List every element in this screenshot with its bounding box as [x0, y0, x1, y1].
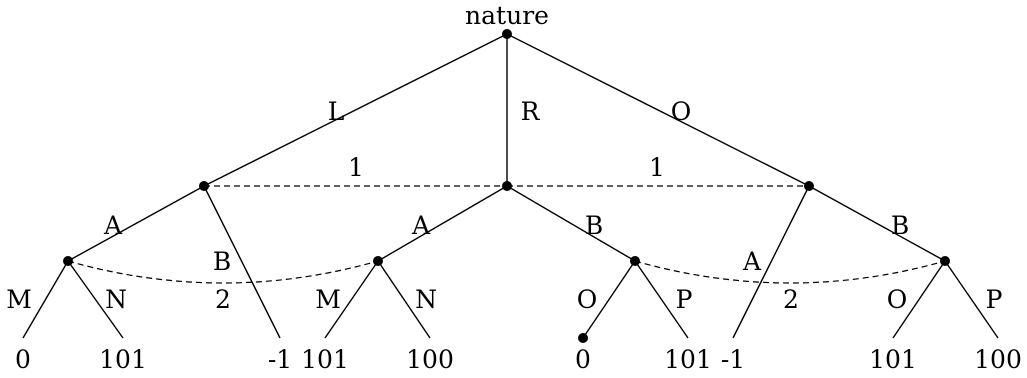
move-label-middle-a: A — [411, 211, 431, 240]
edge-n2-n — [377, 260, 431, 339]
player2-node-1 — [63, 256, 73, 266]
player2-information-set-left — [67, 260, 379, 284]
payoff-left-b: -1 — [268, 345, 292, 374]
info-set-label-left: 1 — [348, 153, 364, 182]
payoff-right-a: -1 — [721, 345, 745, 374]
move-label-n2-m: M — [315, 285, 341, 314]
move-label-n1-m: M — [6, 285, 32, 314]
nature-node — [502, 29, 512, 39]
edge-n1-n — [67, 260, 124, 339]
edge-n4-o — [892, 260, 946, 339]
move-label-n4-p: P — [986, 285, 1003, 314]
player2-node-2 — [373, 256, 383, 266]
payoff-n4-left: 101 — [869, 345, 917, 374]
edge-n2-m — [324, 260, 379, 339]
move-label-left-b: B — [213, 247, 231, 276]
player2-node-3 — [630, 256, 640, 266]
payoff-n1-right: 101 — [99, 345, 147, 374]
edge-right-b — [808, 185, 946, 262]
edge-right-a — [732, 185, 810, 339]
player1-node-right — [804, 181, 814, 191]
payoff-n3-left: 0 — [575, 345, 591, 374]
edge-nature-o — [506, 33, 810, 187]
edge-middle-a — [377, 185, 508, 262]
move-label-n4-o: O — [887, 285, 908, 314]
move-label-r: R — [521, 97, 541, 126]
payoff-n4-right: 100 — [974, 345, 1022, 374]
info-set-label-right: 1 — [649, 153, 665, 182]
move-label-n2-n: N — [415, 285, 437, 314]
root-label: nature — [465, 1, 549, 30]
edge-n1-m — [22, 260, 69, 339]
move-label-n3-p: P — [676, 285, 693, 314]
move-label-n3-o: O — [577, 285, 598, 314]
edge-left-b — [203, 185, 281, 339]
edge-middle-b — [506, 185, 636, 262]
move-label-right-b: B — [891, 211, 909, 240]
move-label-n1-n: N — [105, 285, 127, 314]
move-label-left-a: A — [103, 211, 123, 240]
move-label-middle-b: B — [585, 211, 603, 240]
edge-n4-p — [944, 260, 999, 339]
move-label-right-a: A — [742, 247, 762, 276]
player2-information-set-right — [634, 260, 946, 284]
edge-nature-l — [203, 33, 508, 187]
move-label-o: O — [671, 97, 692, 126]
player1-node-left — [199, 181, 209, 191]
edge-n3-p — [634, 260, 689, 339]
terminal-node-n3-o — [578, 333, 588, 343]
payoff-n2-right: 100 — [406, 345, 454, 374]
player2-label-left: 2 — [215, 285, 231, 314]
payoff-n2-left: 101 — [301, 345, 349, 374]
player1-node-middle — [502, 181, 512, 191]
payoff-n3-right: 101 — [664, 345, 712, 374]
player2-node-4 — [940, 256, 950, 266]
move-label-l: L — [328, 97, 345, 126]
payoff-n1-left: 0 — [15, 345, 31, 374]
edge-left-a — [67, 185, 205, 262]
edge-n3-o — [582, 260, 636, 339]
player2-label-right: 2 — [783, 285, 799, 314]
